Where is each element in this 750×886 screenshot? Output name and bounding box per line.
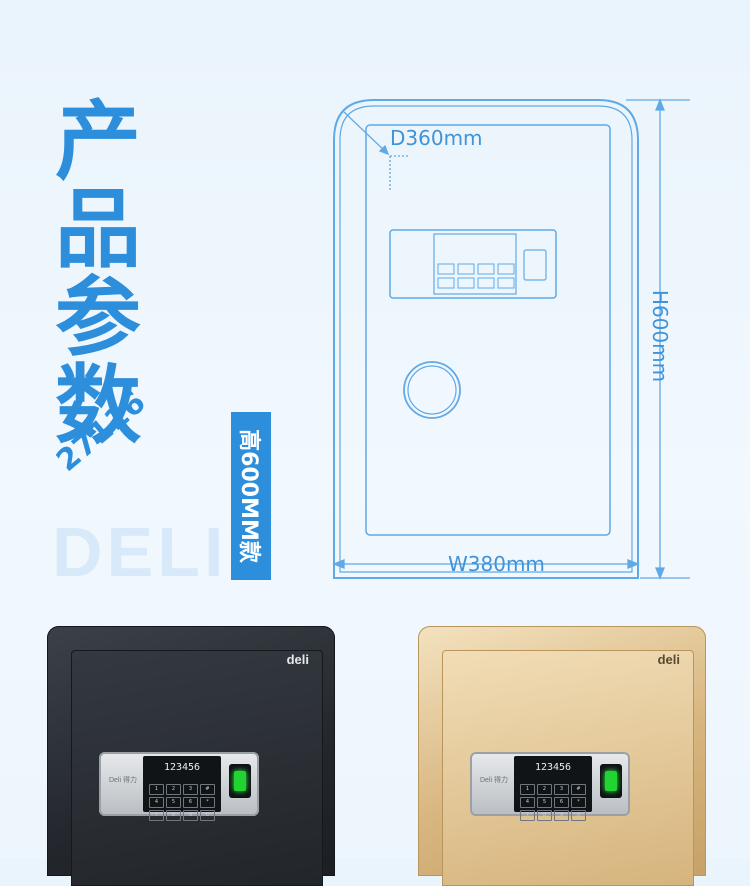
brand-logo: deli	[657, 652, 680, 667]
keypad-key: *	[200, 797, 215, 808]
key-outline	[497, 263, 515, 275]
key-outline	[477, 263, 495, 275]
height-arrow-bottom	[655, 567, 665, 580]
dimension-drawing	[332, 98, 690, 580]
keypad-key: #	[571, 784, 586, 795]
title-char-4: 数	[55, 356, 141, 456]
width-label: W380mm	[448, 552, 545, 576]
keypad-key: #	[200, 784, 215, 795]
keypad-key: 3	[554, 784, 569, 795]
keypad-key: 5	[537, 797, 552, 808]
keypad-key: 4	[520, 797, 535, 808]
key-outline	[457, 277, 475, 289]
keypad-key: 6	[554, 797, 569, 808]
keypad-key: 0	[200, 810, 215, 821]
keypad-key: 8	[537, 810, 552, 821]
title-char-2: 品	[55, 180, 141, 280]
safe-outline-inner	[339, 105, 633, 573]
keypad-key: 7	[520, 810, 535, 821]
keypad-key: 1	[149, 784, 164, 795]
keypad-key: 9	[183, 810, 198, 821]
safe-gold: deli Deli 得力 123456 1 2 3 # 4 5 6 * 7 8 …	[418, 626, 706, 886]
brand-logo: deli	[286, 652, 309, 667]
safe-outline-outer	[333, 99, 639, 579]
panel-outline	[389, 229, 557, 299]
brand-watermark: DELI	[52, 513, 228, 591]
fingerprint-sensor-icon	[600, 764, 622, 798]
screen-digits: 123456	[534, 762, 572, 773]
depth-arrow-line	[343, 111, 389, 155]
keypad-key: 8	[166, 810, 181, 821]
key-outline	[497, 277, 515, 289]
lock-panel: Deli 得力 123456 1 2 3 # 4 5 6 * 7 8 9 0	[470, 752, 630, 821]
keypad-key: 3	[183, 784, 198, 795]
key-outline	[457, 263, 475, 275]
keypad-key: 9	[554, 810, 569, 821]
height-arrow-top	[655, 98, 665, 111]
door-outline	[365, 124, 611, 536]
keypad-key: 5	[166, 797, 181, 808]
keypad-key: 7	[149, 810, 164, 821]
depth-label: D360mm	[390, 126, 483, 150]
width-arrow-left	[332, 559, 345, 569]
keypad-key: 2	[537, 784, 552, 795]
key-outline	[437, 263, 455, 275]
title-char-3: 参	[55, 268, 141, 368]
knob-outline-outer	[403, 361, 461, 419]
keypad-key: 6	[183, 797, 198, 808]
page-title: 产 品 参 数	[52, 98, 144, 450]
fingerprint-sensor-icon	[229, 764, 251, 798]
panel-brand: Deli 得力	[109, 777, 138, 784]
screen-digits: 123456	[163, 762, 201, 773]
depth-arrow-head	[378, 144, 390, 156]
panel-brand: Deli 得力	[480, 777, 509, 784]
keypad: 1 2 3 # 4 5 6 * 7 8 9 0	[520, 784, 586, 821]
safe-black: deli Deli 得力 123456 1 2 3 # 4 5 6 * 7 8 …	[47, 626, 335, 886]
width-arrow-right	[627, 559, 640, 569]
keypad-key: 1	[520, 784, 535, 795]
keypad-key: 2	[166, 784, 181, 795]
height-label: H600mm	[648, 289, 672, 383]
finger-outline	[523, 249, 547, 281]
lock-screen: 123456 1 2 3 # 4 5 6 * 7 8 9 0	[143, 756, 221, 821]
knob-outline-inner	[407, 365, 457, 415]
key-outline	[477, 277, 495, 289]
keypad: 1 2 3 # 4 5 6 * 7 8 9 0	[149, 784, 215, 821]
title-char-1: 产	[55, 92, 141, 192]
height-badge: 高600MM款	[231, 412, 271, 580]
keypad-key: 4	[149, 797, 164, 808]
keypad-key: *	[571, 797, 586, 808]
keypad-key: 0	[571, 810, 586, 821]
screen-outline	[433, 233, 517, 295]
lock-panel: Deli 得力 123456 1 2 3 # 4 5 6 * 7 8 9 0	[99, 752, 259, 821]
key-outline	[437, 277, 455, 289]
lock-screen: 123456 1 2 3 # 4 5 6 * 7 8 9 0	[514, 756, 592, 821]
